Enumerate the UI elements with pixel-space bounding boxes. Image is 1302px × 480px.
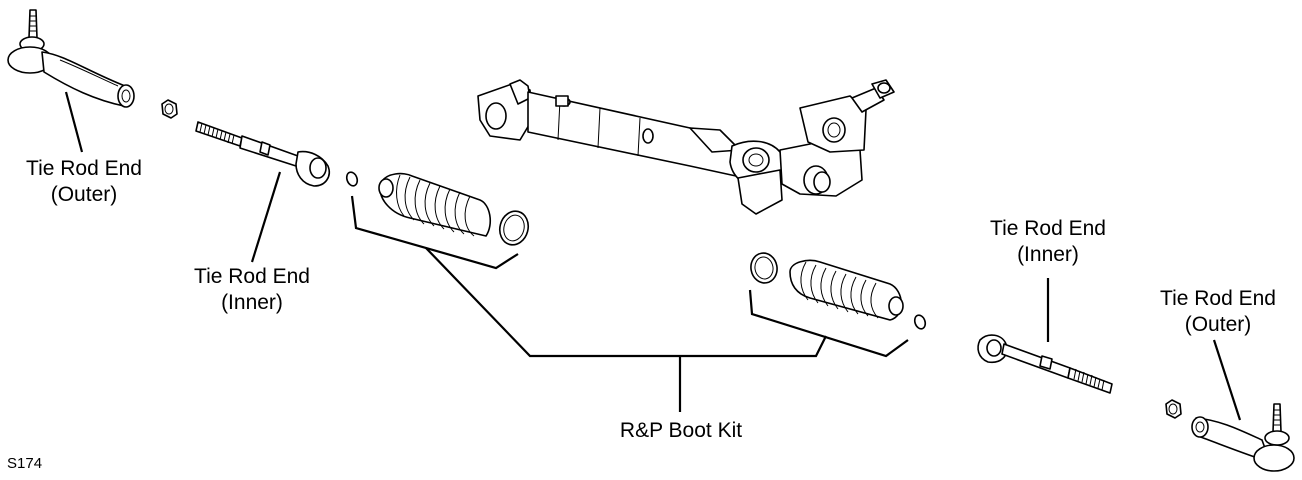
- tie-rod-end-outer-right: [1191, 403, 1295, 472]
- clamp-ring-small-left: [345, 171, 359, 187]
- rack-boot-right: [789, 259, 904, 321]
- tie-rod-end-outer-left: [7, 9, 135, 108]
- leader-outer-right: [1212, 339, 1242, 421]
- rack-and-pinion-assembly: [477, 79, 895, 215]
- label-tie-rod-end-outer-left: Tie Rod End (Outer): [26, 157, 142, 206]
- clamp-ring-small-right: [913, 314, 927, 330]
- boot-kit-connector: [425, 247, 827, 412]
- clamp-ring-large-right: [750, 252, 778, 284]
- label-rp-boot-kit: R&P Boot Kit: [619, 419, 743, 442]
- leader-outer-left: [64, 91, 84, 153]
- tie-rod-end-inner-right: [977, 334, 1113, 394]
- rack-boot-left: [378, 172, 492, 237]
- figure-code: S174: [7, 455, 43, 472]
- jam-nut-left: [161, 99, 178, 119]
- jam-nut-right: [1165, 399, 1182, 419]
- label-tie-rod-end-outer-right: Tie Rod End (Outer): [1160, 287, 1276, 336]
- clamp-ring-large-left: [498, 210, 530, 246]
- label-tie-rod-end-inner-right: Tie Rod End (Inner): [990, 217, 1106, 266]
- boot-kit-bracket-right: [748, 289, 909, 358]
- label-tie-rod-end-inner-left: Tie Rod End (Inner): [194, 265, 310, 314]
- tie-rod-end-inner-left: [195, 121, 330, 187]
- leader-inner-left: [250, 171, 282, 263]
